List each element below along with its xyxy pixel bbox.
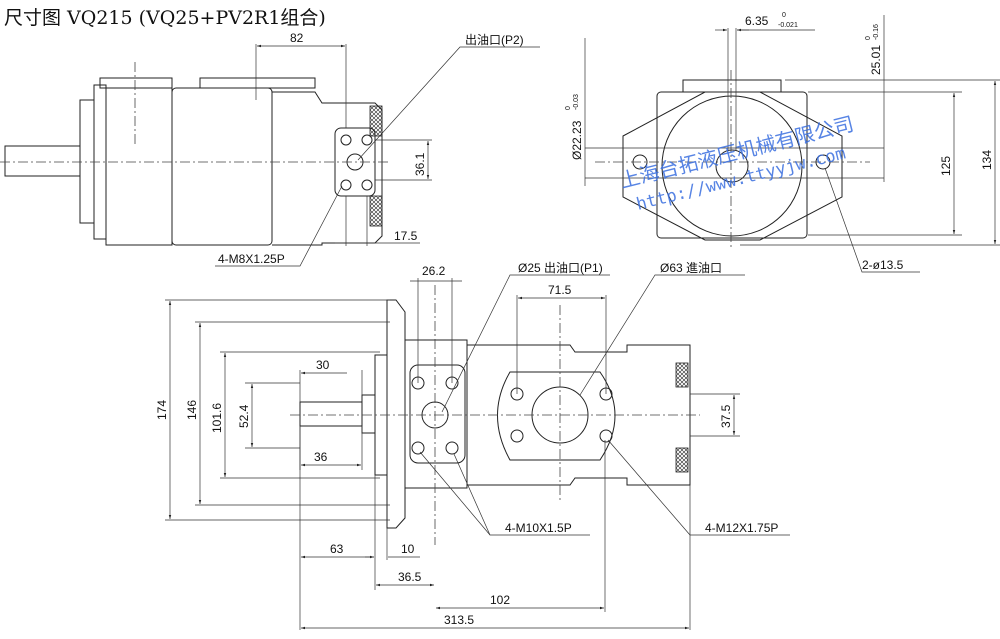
dim-key-tol-lower: -0.021 bbox=[778, 22, 798, 29]
dim-101-6: 101.6 bbox=[210, 403, 224, 433]
dim-shaft-tol-lower: -0.03 bbox=[573, 94, 580, 110]
drawing-title: 尺寸图 VQ215 (VQ25+PV2R1组合) bbox=[4, 7, 326, 29]
dim-key-height-tol-upper: 0 bbox=[865, 36, 872, 40]
dim-36-1: 36.1 bbox=[413, 152, 427, 176]
dim-146: 146 bbox=[185, 400, 199, 420]
dim-125: 125 bbox=[939, 156, 953, 176]
dim-52-4: 52.4 bbox=[237, 404, 251, 428]
label-thread-m12: 4-M12X1.75P bbox=[705, 521, 778, 535]
label-thread-m8: 4-M8X1.25P bbox=[218, 252, 285, 266]
dim-36: 36 bbox=[314, 450, 328, 464]
label-thread-m10: 4-M10X1.5P bbox=[505, 521, 572, 535]
dim-key-height: 25.01 bbox=[869, 45, 883, 75]
dim-313-5: 313.5 bbox=[444, 613, 474, 627]
dim-63: 63 bbox=[330, 542, 344, 556]
label-mount-holes: 2-ø13.5 bbox=[862, 258, 904, 272]
dim-key-width: 6.35 bbox=[745, 14, 769, 28]
dim-30: 30 bbox=[316, 358, 330, 372]
dim-17-5: 17.5 bbox=[394, 229, 418, 243]
dim-82: 82 bbox=[290, 31, 304, 45]
dim-134: 134 bbox=[980, 150, 994, 170]
dim-10: 10 bbox=[401, 542, 415, 556]
dim-26-2: 26.2 bbox=[422, 264, 446, 278]
dim-shaft-diameter: Ø22.23 bbox=[570, 120, 584, 160]
dim-71-5: 71.5 bbox=[548, 283, 572, 297]
top-view: 26.2 71.5 30 36 174 146 101.6 52.4 37.5 bbox=[155, 261, 790, 630]
dim-174: 174 bbox=[155, 400, 169, 420]
label-outlet-p2: 出油口(P2) bbox=[465, 33, 524, 47]
dim-shaft-tol-upper: 0 bbox=[565, 106, 572, 110]
dim-37-5: 37.5 bbox=[719, 404, 733, 428]
end-view: 6.35 0 -0.021 25.01 0 -0.16 Ø22.23 0 -0.… bbox=[565, 12, 1000, 273]
side-view: 82 36.1 17.5 出油口(P2) 4-M8X1.25P bbox=[0, 31, 540, 267]
dim-key-tol-upper: 0 bbox=[782, 12, 786, 19]
label-outlet-p1: Ø25 出油口(P1) bbox=[518, 261, 603, 275]
label-inlet: Ø63 進油口 bbox=[660, 261, 722, 275]
dim-36-5: 36.5 bbox=[398, 570, 422, 584]
dim-102: 102 bbox=[490, 593, 510, 607]
dim-key-height-tol-lower: -0.16 bbox=[873, 24, 880, 40]
